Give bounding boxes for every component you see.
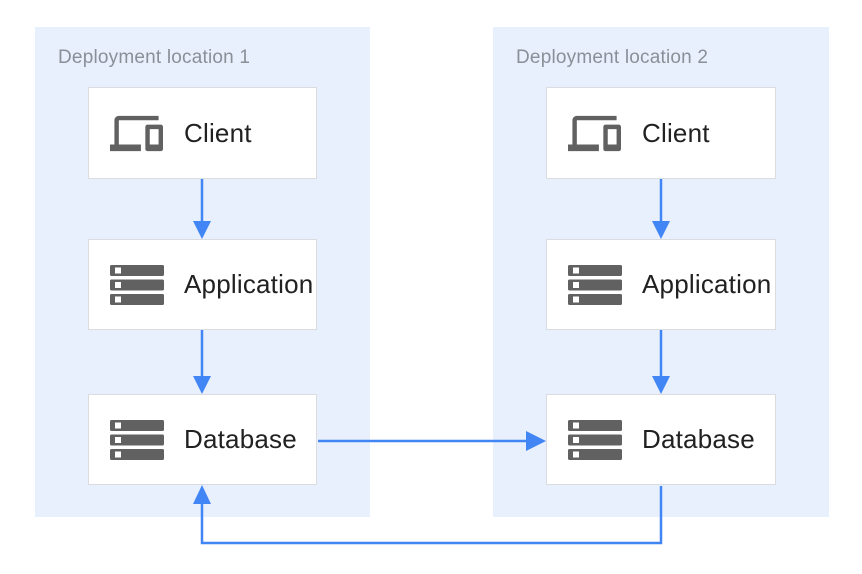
node-application-2: Application — [546, 239, 776, 330]
server-stack-icon — [89, 419, 184, 460]
node-client-2: Client — [546, 87, 776, 179]
node-database-1: Database — [88, 394, 317, 485]
server-stack-icon — [89, 264, 184, 305]
node-label: Application — [184, 269, 314, 299]
server-stack-icon — [547, 264, 642, 305]
node-label: Database — [642, 424, 755, 454]
node-label: Client — [642, 117, 710, 148]
node-label: Application — [642, 269, 772, 299]
node-client-1: Client — [88, 87, 317, 179]
deployment-location-panel-2: Deployment location 2 Client A — [493, 27, 829, 517]
node-database-2: Database — [546, 394, 776, 485]
server-stack-icon — [547, 419, 642, 460]
devices-icon — [547, 107, 642, 160]
node-label: Database — [184, 424, 297, 454]
panel-title-2: Deployment location 2 — [516, 47, 709, 68]
node-label: Client — [184, 117, 252, 148]
devices-icon — [89, 107, 184, 160]
node-application-1: Application — [88, 239, 317, 330]
panel-title-1: Deployment location 1 — [58, 47, 251, 68]
deployment-location-panel-1: Deployment location 1 Client A — [35, 27, 370, 517]
